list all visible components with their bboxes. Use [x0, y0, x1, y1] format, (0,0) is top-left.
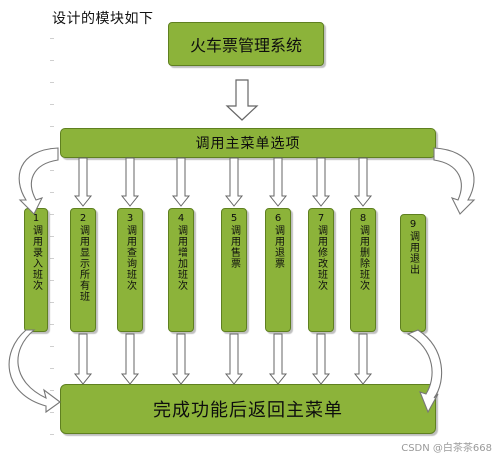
module-to-return-arrow-7 — [311, 333, 331, 385]
module-box-3: 3调用查询班次 — [117, 208, 143, 332]
menu-to-module-arrow-4 — [171, 157, 191, 207]
return-to-menu-box: 完成功能后返回主菜单 — [60, 384, 436, 434]
module-box-4: 4调用增加班次 — [168, 208, 194, 332]
menu-to-module-arrow-5 — [224, 157, 244, 207]
margin-marks — [50, 38, 54, 450]
module-label-7: 7调用修改班次 — [315, 213, 327, 291]
module-label-9: 9调用退出 — [407, 219, 419, 275]
module-box-1: 1调用录入班次 — [24, 208, 48, 332]
module-label-5: 5调用售票 — [228, 213, 240, 269]
menu-to-module-arrow-8 — [353, 157, 373, 207]
menu-to-module-arrow-2 — [73, 157, 93, 207]
module-label-2: 2调用显示所有班 — [77, 213, 89, 302]
system-title-box: 火车票管理系统 — [168, 22, 324, 66]
left-curve-arrow-bottom — [8, 329, 61, 414]
module-label-8: 8调用删除班次 — [357, 213, 369, 291]
module-to-return-arrow-6 — [268, 333, 288, 385]
module-label-4: 4调用增加班次 — [175, 213, 187, 291]
menu-to-module-arrow-7 — [311, 157, 331, 207]
module-box-9: 9调用退出 — [400, 214, 426, 332]
main-menu-box: 调用主菜单选项 — [60, 128, 436, 158]
module-label-6: 6调用退票 — [272, 213, 284, 269]
menu-to-module-arrow-3 — [120, 157, 140, 207]
module-to-return-arrow-4 — [171, 333, 191, 385]
module-box-2: 2调用显示所有班 — [70, 208, 96, 332]
module-to-return-arrow-8 — [353, 333, 373, 385]
csdn-watermark: CSDN @白茶茶668 — [401, 443, 492, 454]
menu-to-module-arrow-6 — [268, 157, 288, 207]
module-box-7: 7调用修改班次 — [308, 208, 334, 332]
module-box-8: 8调用删除班次 — [350, 208, 376, 332]
module-label-3: 3调用查询班次 — [124, 213, 136, 291]
module-box-6: 6调用退票 — [265, 208, 291, 332]
module-to-return-arrow-2 — [73, 333, 93, 385]
left-curve-arrow-top — [18, 147, 59, 215]
module-label-1: 1调用录入班次 — [30, 213, 42, 291]
main-menu-label: 调用主菜单选项 — [195, 136, 301, 152]
title-down-arrow — [225, 79, 259, 121]
right-curve-arrow-top — [433, 147, 476, 215]
page-heading: 设计的模块如下 — [52, 11, 154, 27]
module-box-5: 5调用售票 — [221, 208, 247, 332]
module-to-return-arrow-3 — [120, 333, 140, 385]
right-curve-arrow-bottom — [406, 329, 443, 414]
return-to-menu-label: 完成功能后返回主菜单 — [153, 400, 343, 421]
system-title: 火车票管理系统 — [189, 36, 302, 55]
module-to-return-arrow-5 — [224, 333, 244, 385]
